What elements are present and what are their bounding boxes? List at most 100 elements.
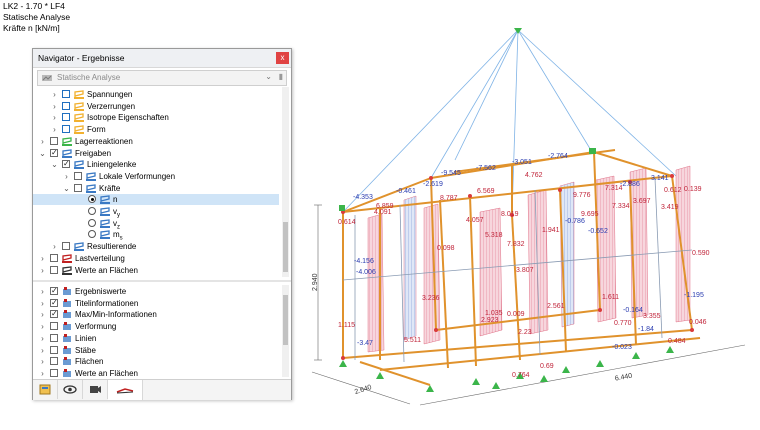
result-value-label: 3.141 — [651, 175, 669, 182]
expand-icon[interactable]: › — [53, 125, 56, 135]
result-value-label: 5.511 — [404, 337, 421, 344]
checkbox[interactable] — [50, 265, 58, 274]
radio-button[interactable] — [88, 218, 96, 227]
expand-icon[interactable]: › — [53, 113, 56, 123]
result-value-label: 0.69 — [540, 363, 554, 370]
checkbox[interactable] — [50, 285, 58, 296]
scrollbar-thumb[interactable] — [283, 295, 288, 345]
expand-icon[interactable]: › — [53, 90, 56, 99]
result-value-label: 2.23 — [518, 329, 532, 336]
tree-item[interactable]: vz — [33, 218, 279, 230]
tab-data[interactable] — [33, 380, 58, 399]
pin-icon[interactable]: ▮ — [278, 72, 283, 81]
expand-icon[interactable]: › — [41, 310, 44, 320]
radio-button[interactable] — [88, 230, 96, 239]
checkbox[interactable] — [62, 242, 70, 251]
tree-item-label: Werte an Flächen — [75, 265, 138, 275]
tree-item[interactable]: ›Verzerrungen — [33, 101, 279, 112]
checkbox[interactable] — [62, 158, 70, 169]
panel-divider[interactable] — [33, 280, 291, 282]
navigator-title: Navigator - Ergebnisse — [38, 53, 125, 63]
display-option-item[interactable]: ›Flächen — [33, 356, 279, 367]
tree-item[interactable]: ⌄Liniengelenke — [33, 158, 279, 170]
checkbox[interactable] — [74, 183, 82, 192]
checkbox[interactable] — [50, 136, 58, 145]
checkbox[interactable] — [62, 113, 70, 122]
resultant-icon — [74, 242, 84, 252]
tree-item[interactable]: › Werte an Flächen — [33, 265, 279, 276]
collapse-icon[interactable]: ⌄ — [63, 183, 70, 193]
secondary-members — [342, 177, 693, 363]
expand-icon[interactable]: › — [65, 171, 68, 181]
close-button[interactable]: x — [276, 52, 289, 64]
expand-icon[interactable]: › — [41, 368, 44, 378]
tab-view[interactable] — [58, 380, 83, 399]
checkbox[interactable] — [50, 333, 58, 342]
tree-item[interactable]: ⌄Freigaben — [33, 147, 279, 159]
expand-icon[interactable]: › — [53, 101, 56, 111]
expand-icon[interactable]: › — [41, 298, 44, 308]
result-value-label: -2.764 — [548, 153, 568, 160]
checkbox[interactable] — [50, 357, 58, 366]
collapse-icon[interactable]: ⌄ — [51, 160, 58, 170]
navigator-titlebar[interactable]: Navigator - Ergebnisse x — [33, 49, 291, 68]
checkbox[interactable] — [50, 345, 58, 354]
analysis-type-select[interactable]: Statische Analyse ⌄ ▮ — [37, 70, 287, 86]
tree-item-label: vy — [113, 207, 120, 219]
checkbox[interactable] — [62, 90, 70, 98]
expand-icon[interactable]: › — [41, 287, 44, 296]
collapse-icon[interactable]: ⌄ — [39, 148, 46, 158]
tree-item[interactable]: ⌄Kräfte — [33, 183, 279, 194]
checkbox[interactable] — [50, 368, 58, 377]
result-value-label: 1.115 — [338, 322, 355, 329]
checkbox[interactable] — [50, 147, 58, 158]
checkbox[interactable] — [74, 171, 82, 180]
tree-scrollbar[interactable] — [282, 87, 289, 277]
tree-item[interactable]: ms — [33, 229, 279, 242]
result-value-label: -9.545 — [441, 170, 461, 177]
tree-item-label: vz — [113, 218, 120, 231]
option-icon — [63, 368, 71, 377]
expand-icon[interactable]: › — [41, 345, 44, 355]
tree-item[interactable]: ›Isotrope Eigenschaften — [33, 112, 279, 123]
tab-results[interactable] — [108, 380, 143, 400]
display-option-item[interactable]: ›Stäbe — [33, 345, 279, 356]
tree-item[interactable]: vy — [33, 206, 279, 219]
display-option-item[interactable]: ›Linien — [33, 333, 279, 344]
options-scrollbar[interactable] — [282, 285, 289, 377]
checkbox[interactable] — [50, 308, 58, 319]
tab-camera[interactable] — [83, 380, 108, 399]
tree-item[interactable]: ›Form — [33, 124, 279, 135]
display-option-item[interactable]: ›Ergebniswerte — [33, 285, 279, 297]
tree-item-label: Lokale Verformungen — [99, 171, 176, 181]
model-viewport[interactable]: 2.940 2.640 6.440 — [290, 20, 760, 425]
tree-item[interactable]: ›Spannungen — [33, 89, 279, 100]
checkbox[interactable] — [50, 253, 58, 262]
display-option-item[interactable]: ›Titelinformationen — [33, 297, 279, 309]
checkbox[interactable] — [62, 101, 70, 110]
expand-icon[interactable]: › — [41, 265, 44, 275]
expand-icon[interactable]: › — [41, 322, 44, 332]
tree-item[interactable]: n — [33, 194, 279, 206]
checkbox[interactable] — [50, 297, 58, 308]
tree-item[interactable]: ›Lagerreaktionen — [33, 136, 279, 147]
checkbox[interactable] — [62, 125, 70, 134]
display-option-item[interactable]: ›Max/Min-Informationen — [33, 308, 279, 320]
tree-item[interactable]: ›Resultierende — [33, 241, 279, 252]
checkbox[interactable] — [50, 322, 58, 331]
display-option-item[interactable]: ›Werte an Flächen — [33, 368, 279, 379]
display-option-item[interactable]: ›Verformung — [33, 321, 279, 332]
expand-icon[interactable]: › — [53, 242, 56, 252]
radio-button[interactable] — [88, 195, 96, 204]
tree-item[interactable]: › Lokale Verformungen — [33, 171, 279, 182]
hinge-nodes — [341, 150, 694, 360]
force-ms-icon — [100, 230, 110, 240]
chevron-down-icon[interactable]: ⌄ — [265, 72, 272, 81]
tree-item[interactable]: ›Lastverteilung — [33, 253, 279, 264]
expand-icon[interactable]: › — [41, 333, 44, 343]
expand-icon[interactable]: › — [41, 136, 44, 146]
expand-icon[interactable]: › — [41, 253, 44, 263]
scrollbar-thumb[interactable] — [283, 222, 288, 272]
expand-icon[interactable]: › — [41, 357, 44, 367]
radio-button[interactable] — [88, 207, 96, 215]
